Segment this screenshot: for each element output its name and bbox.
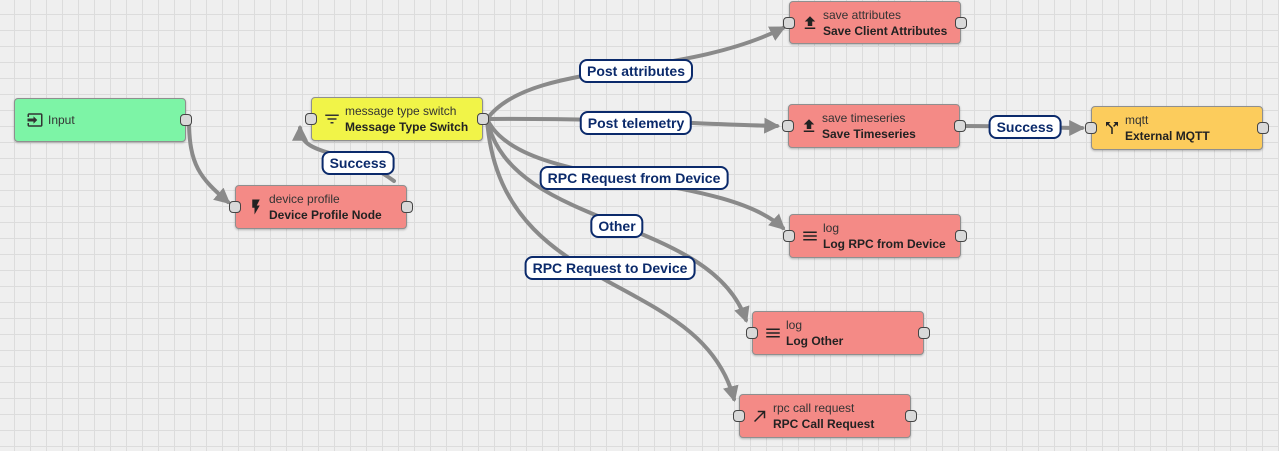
input-port[interactable]: [746, 327, 758, 339]
connection-label-post-attributes[interactable]: Post attributes: [578, 59, 694, 83]
input-port[interactable]: [733, 410, 745, 422]
output-port[interactable]: [1257, 122, 1269, 134]
flash-icon: [247, 198, 265, 216]
input-node-label: Input: [48, 113, 75, 127]
connection-label-post-telemetry[interactable]: Post telemetry: [579, 111, 693, 135]
node-name-label: Device Profile Node: [269, 208, 382, 222]
menu-icon: [764, 324, 782, 342]
node-save-attributes[interactable]: save attributes Save Client Attributes: [783, 1, 967, 44]
connection-label-success-mqtt[interactable]: Success: [988, 115, 1062, 139]
arrow-up-right-icon: [751, 407, 769, 425]
node-device-profile[interactable]: device profile Device Profile Node: [229, 185, 413, 229]
node-name-label: Save Timeseries: [822, 127, 916, 141]
node-type-label: mqtt: [1125, 113, 1149, 127]
node-name-label: External MQTT: [1125, 129, 1210, 143]
output-port[interactable]: [180, 114, 192, 126]
wire-input-to-device-profile: [187, 118, 231, 205]
menu-icon: [801, 227, 819, 245]
input-port[interactable]: [782, 120, 794, 132]
input-port[interactable]: [305, 113, 317, 125]
node-name-label: Message Type Switch: [345, 120, 469, 134]
node-log-rpc-from-device[interactable]: log Log RPC from Device: [783, 214, 967, 258]
node-type-label: log: [823, 221, 840, 235]
input-port[interactable]: [783, 16, 795, 29]
connection-label-other[interactable]: Other: [590, 214, 644, 238]
node-type-label: message type switch: [345, 104, 457, 118]
connection-label-rpc-from-device[interactable]: RPC Request from Device: [539, 166, 729, 190]
output-port[interactable]: [918, 327, 930, 339]
input-port[interactable]: [229, 201, 241, 213]
input-port[interactable]: [1085, 122, 1097, 134]
input-icon: [26, 111, 44, 129]
output-port[interactable]: [955, 230, 967, 242]
node-type-label: save attributes: [823, 7, 902, 22]
node-type-label: rpc call request: [773, 401, 855, 415]
call-split-icon: [1103, 119, 1121, 137]
input-port[interactable]: [783, 230, 795, 242]
upload-icon: [801, 14, 819, 32]
node-external-mqtt[interactable]: mqtt External MQTT: [1085, 106, 1269, 150]
node-name-label: RPC Call Request: [773, 417, 875, 431]
connection-label-success-profile[interactable]: Success: [321, 151, 395, 175]
node-rpc-call-request[interactable]: rpc call request RPC Call Request: [733, 394, 917, 438]
output-port[interactable]: [905, 410, 917, 422]
node-type-label: device profile: [269, 192, 340, 206]
output-port[interactable]: [477, 113, 489, 125]
node-name-label: Log Other: [786, 334, 844, 348]
node-name-label: Log RPC from Device: [823, 237, 946, 251]
connection-label-rpc-to-device[interactable]: RPC Request to Device: [524, 256, 696, 280]
output-port[interactable]: [954, 120, 966, 132]
output-port[interactable]: [955, 16, 967, 29]
node-log-other[interactable]: log Log Other: [746, 311, 930, 355]
output-port[interactable]: [401, 201, 413, 213]
node-type-label: log: [786, 318, 803, 332]
node-message-type-switch[interactable]: message type switch Message Type Switch: [305, 97, 489, 141]
upload-icon: [800, 117, 818, 135]
node-type-label: save timeseries: [822, 111, 906, 125]
node-name-label: Save Client Attributes: [823, 23, 948, 38]
filter-icon: [323, 110, 341, 128]
node-input[interactable]: Input: [14, 98, 192, 142]
node-save-timeseries[interactable]: save timeseries Save Timeseries: [782, 104, 966, 148]
